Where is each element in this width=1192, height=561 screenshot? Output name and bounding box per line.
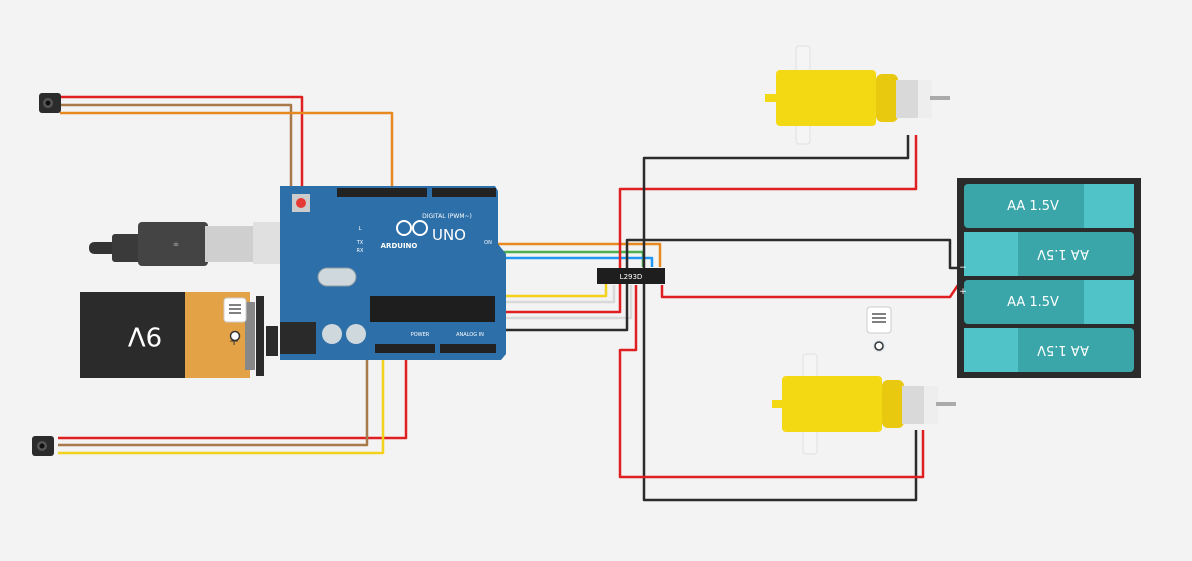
- dc-motor-top[interactable]: [765, 45, 950, 145]
- arduino-digital-label: DIGITAL (PWM~): [422, 213, 472, 220]
- svg-text:AA 1.5V: AA 1.5V: [1007, 199, 1059, 214]
- l293d-label: L293D: [620, 273, 643, 281]
- battery-cell-2: AA 1.5V: [964, 232, 1134, 276]
- battery-pack-plus: +: [959, 287, 967, 297]
- wire-ir-top-orange[interactable]: [60, 111, 394, 196]
- l293d-chip[interactable]: L293D: [597, 268, 665, 284]
- arduino-power-label: POWER: [411, 332, 430, 338]
- wire-batt-red[interactable]: [660, 284, 960, 299]
- svg-text:AA 1.5V: AA 1.5V: [1037, 342, 1089, 357]
- arduino-model: UNO: [432, 226, 466, 244]
- battery-pack[interactable]: AA 1.5V AA 1.5V AA 1.5V AA 1.5V − +: [957, 178, 1141, 378]
- note-icon[interactable]: [866, 306, 892, 352]
- arduino-logo-icon: [396, 220, 428, 236]
- wire-ir-bottom-red[interactable]: [58, 348, 408, 440]
- battery-9v[interactable]: 9V +: [80, 292, 278, 378]
- wire-ir-bottom-brown[interactable]: [58, 345, 369, 447]
- svg-text:AA 1.5V: AA 1.5V: [1007, 295, 1059, 310]
- battery-pack-minus: −: [959, 263, 967, 273]
- usb-plug-icon[interactable]: ⚭: [89, 222, 305, 266]
- battery-cell-3: AA 1.5V: [964, 280, 1134, 324]
- wire-motor-bottom-red[interactable]: [618, 285, 925, 479]
- arduino-uno[interactable]: ARDUINO UNO DIGITAL (PWM~) POWER ANALOG …: [280, 186, 506, 360]
- ir-sensor-bottom[interactable]: [32, 436, 54, 456]
- arduino-tx-label: TX: [356, 240, 364, 246]
- arduino-l-label: L: [359, 226, 362, 232]
- battery-9v-label: 9V: [128, 321, 163, 351]
- note-icon[interactable]: [223, 297, 247, 342]
- arduino-rx-label: RX: [357, 248, 364, 254]
- arduino-brand: ARDUINO: [381, 242, 418, 250]
- dc-motor-bottom[interactable]: [772, 353, 956, 455]
- arduino-analog-label: ANALOG IN: [456, 332, 484, 338]
- wire-motor-top-black[interactable]: [642, 135, 918, 502]
- arduino-on-label: ON: [484, 240, 492, 246]
- battery-cell-4: AA 1.5V: [964, 328, 1134, 372]
- battery-cell-1: AA 1.5V: [964, 184, 1134, 228]
- svg-text:⚭: ⚭: [172, 240, 180, 251]
- ir-sensor-top[interactable]: [39, 93, 61, 113]
- svg-text:AA 1.5V: AA 1.5V: [1037, 246, 1089, 261]
